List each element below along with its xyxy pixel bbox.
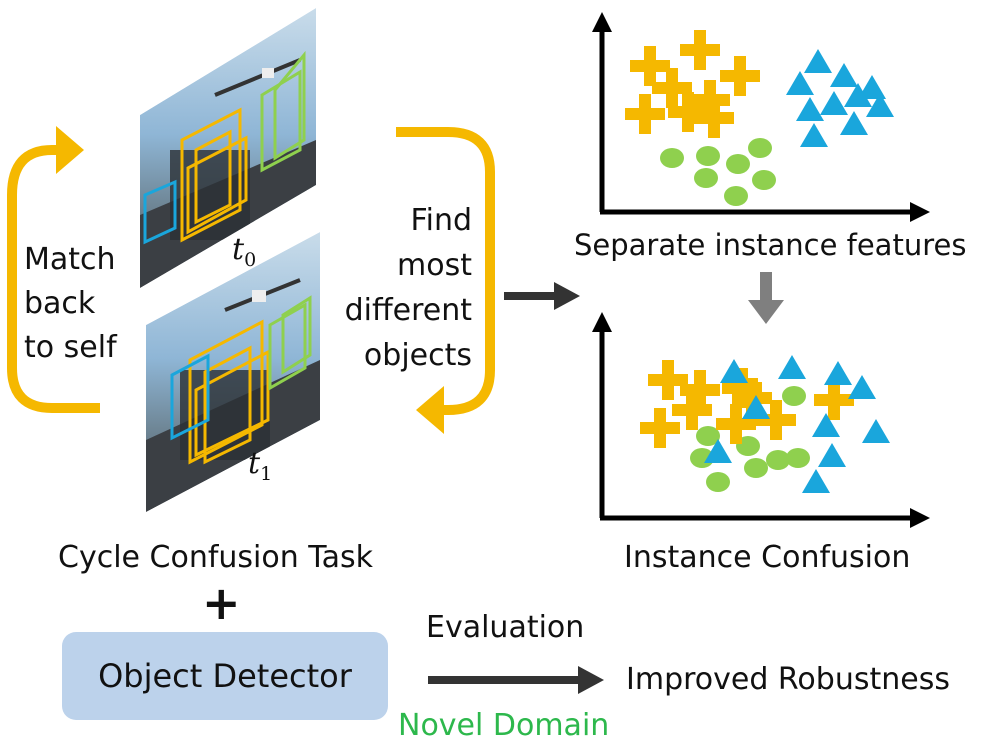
match-back-label: Match back to self xyxy=(24,242,117,365)
plot-separate-plus-markers xyxy=(625,30,760,138)
plot-confusion-plus-markers xyxy=(640,360,854,448)
circle-marker xyxy=(726,154,750,174)
object-detector-label: Object Detector xyxy=(98,657,352,695)
triangle-marker xyxy=(720,359,748,383)
circle-marker xyxy=(696,146,720,166)
arrow-down-gray xyxy=(748,272,784,324)
cycle-task-label: Cycle Confusion Task xyxy=(58,540,374,575)
triangle-marker xyxy=(848,375,876,399)
triangle-marker xyxy=(786,71,814,95)
arrow-evaluation xyxy=(428,666,604,694)
triangle-marker xyxy=(824,361,852,385)
plus-marker xyxy=(732,378,772,418)
plus-marker xyxy=(680,370,720,410)
triangle-marker xyxy=(818,443,846,467)
arrow-to-plots xyxy=(504,282,580,310)
novel-domain-label: Novel Domain xyxy=(398,708,610,743)
plot-separate-axes xyxy=(592,12,930,222)
plus-marker xyxy=(814,380,854,420)
plus-marker xyxy=(640,408,680,448)
frame-t1-label: t1 xyxy=(248,446,273,485)
triangle-marker xyxy=(804,49,832,73)
plus-marker xyxy=(652,68,692,108)
instance-confusion-label: Instance Confusion xyxy=(624,540,911,575)
circle-marker xyxy=(752,170,776,190)
plus-marker xyxy=(722,368,762,408)
plot-separate-circle-markers xyxy=(660,138,776,206)
triangle-marker xyxy=(830,63,858,87)
triangle-marker xyxy=(820,91,848,115)
triangle-marker xyxy=(704,439,732,463)
plus-marker xyxy=(756,400,796,440)
plus-marker xyxy=(694,98,734,138)
plot-confusion-triangle-markers xyxy=(704,355,890,493)
circle-marker xyxy=(782,386,806,406)
circle-marker xyxy=(786,448,810,468)
plot-separate-triangle-markers xyxy=(786,49,894,147)
plot-confusion-axes xyxy=(592,312,930,528)
triangle-marker xyxy=(812,413,840,437)
triangle-marker xyxy=(800,123,828,147)
plus-marker xyxy=(680,30,720,70)
circle-marker xyxy=(766,450,790,470)
circle-marker xyxy=(660,148,684,168)
plus-marker xyxy=(672,390,712,430)
object-detector-box: Object Detector xyxy=(62,632,388,720)
frame-t0-label: t0 xyxy=(232,232,257,271)
separate-features-label: Separate instance features xyxy=(574,228,967,262)
triangle-marker xyxy=(802,469,830,493)
frame-t1-image xyxy=(146,232,320,512)
improved-robustness-label: Improved Robustness xyxy=(626,662,950,697)
triangle-marker xyxy=(742,395,770,419)
curved-arrow-down-icon xyxy=(396,127,495,434)
triangle-marker xyxy=(858,75,886,99)
plus-marker xyxy=(716,404,756,444)
plus-marker xyxy=(720,56,760,96)
plus-marker xyxy=(668,92,708,132)
circle-marker xyxy=(724,186,748,206)
evaluation-label: Evaluation xyxy=(426,610,585,645)
circle-marker xyxy=(694,168,718,188)
triangle-marker xyxy=(840,111,868,135)
circle-marker xyxy=(696,426,720,446)
triangle-marker xyxy=(866,93,894,117)
circle-marker xyxy=(706,472,730,492)
plus-marker xyxy=(625,94,665,134)
triangle-marker xyxy=(844,83,872,107)
plus-marker xyxy=(648,360,688,400)
plus-icon: + xyxy=(202,576,241,630)
triangle-marker xyxy=(778,355,806,379)
find-most-label: Find most different objects xyxy=(344,203,472,373)
plus-marker xyxy=(630,46,670,86)
triangle-marker xyxy=(796,97,824,121)
triangle-marker xyxy=(862,419,890,443)
frame-t0-image xyxy=(140,8,316,288)
circle-marker xyxy=(744,458,768,478)
curved-arrow-up-icon xyxy=(7,126,100,413)
circle-marker xyxy=(748,138,772,158)
